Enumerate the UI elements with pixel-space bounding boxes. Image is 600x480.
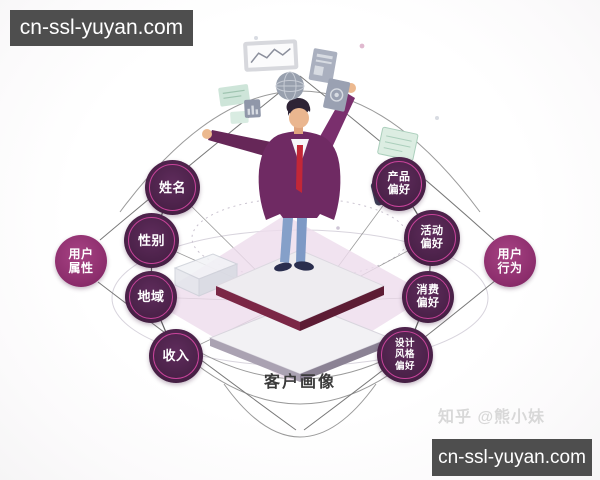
left-leg [280,218,293,263]
node-product-preference-line2: 偏好 [387,184,411,196]
line-chart-card-icon [243,39,299,72]
hub-user-behavior-line2: 行为 [497,261,523,275]
node-gender-label: 性别 [137,232,165,248]
node-activity-preference-line2: 偏好 [420,238,444,250]
watermark-bottom-right: cn-ssl-yuyan.com [432,439,592,476]
node-consumption-preference-line2: 偏好 [416,297,440,309]
zhihu-credit: 知乎 @熊小妹 [438,409,546,426]
platform-edge [216,286,300,331]
node-activity-preference: 活动 偏好 [404,210,460,266]
hub-user-attributes-line2: 属性 [68,261,94,275]
node-design-style-preference-line1: 设计 [394,338,415,350]
node-name: 姓名 [145,160,200,215]
node-income-label: 收入 [162,348,190,364]
right-shoe [294,261,314,271]
hub-user-behavior: 用户 行为 [484,235,536,287]
node-region-label: 地域 [137,289,165,305]
tie [296,145,303,193]
node-gender: 性别 [124,213,179,268]
wireframe-box-icon [173,253,239,297]
node-consumption-preference: 消费 偏好 [402,271,454,323]
platform-illustration [150,215,430,382]
globe-icon [275,71,305,101]
document-card-icon [308,48,338,84]
node-product-preference-line1: 产品 [387,171,411,184]
node-region: 地域 [125,271,177,323]
green-note-cards-icon [218,84,251,124]
neck [294,125,303,134]
node-design-style-preference: 设计 风格 偏好 [377,327,433,383]
right-leg [296,218,307,265]
left-shoe [274,262,292,272]
node-name-label: 姓名 [158,179,186,195]
sparkle-dots [254,36,439,230]
node-consumption-preference-line1: 消费 [416,284,440,297]
node-design-style-preference-line3: 偏好 [394,360,415,372]
hub-user-behavior-line1: 用户 [497,246,523,261]
right-arm [318,92,355,152]
hub-user-attributes: 用户 属性 [55,235,107,287]
node-activity-preference-line1: 活动 [420,225,444,238]
hub-user-attributes-line1: 用户 [68,246,94,261]
node-income: 收入 [149,329,203,383]
head [289,108,309,128]
left-arm [208,130,276,158]
left-hand [202,129,212,139]
bar-chart-doc-icon [244,99,261,118]
person-illustration [202,83,356,272]
watermark-top-left: cn-ssl-yuyan.com [10,10,193,46]
node-product-preference: 产品 偏好 [372,157,426,211]
diagram-caption: 客户画像 [263,374,336,391]
node-design-style-preference-line2: 风格 [394,349,415,361]
green-wireframe-card-icon [377,126,419,162]
hair-front [287,101,311,116]
target-document-card-icon [323,78,351,112]
